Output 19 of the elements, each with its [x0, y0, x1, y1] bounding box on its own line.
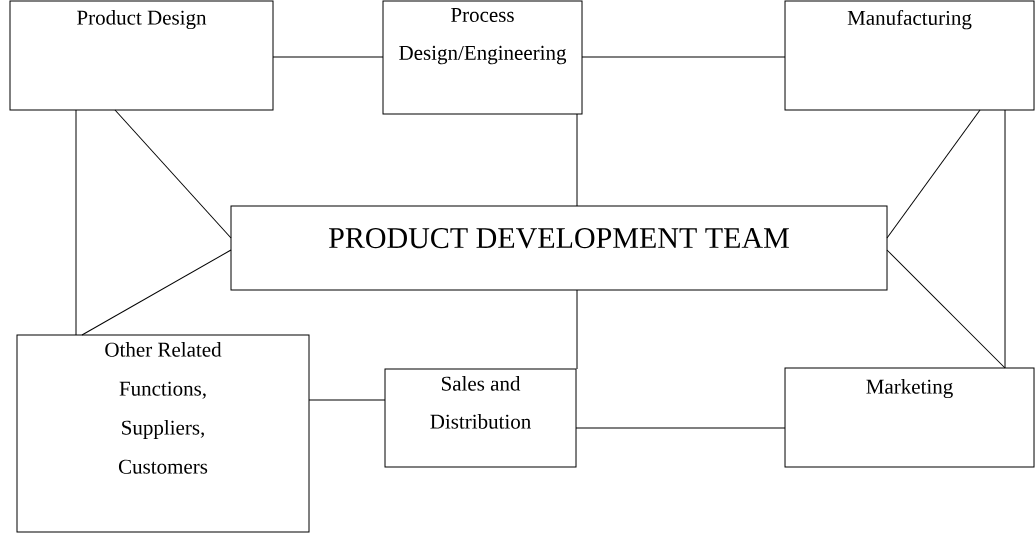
connector-line — [581, 56, 786, 58]
connector-line — [308, 399, 386, 401]
function-box: Marketing — [784, 367, 1035, 468]
connector-line — [886, 109, 981, 239]
connector-line — [886, 249, 1006, 369]
function-box: Process Design/Engineering — [382, 0, 583, 115]
function-box: Sales and Distribution — [384, 368, 577, 468]
connector-line — [81, 249, 232, 336]
function-box: Manufacturing — [784, 0, 1035, 111]
function-box: Other Related Functions, Suppliers, Customers — [16, 334, 310, 533]
connector-line — [272, 56, 384, 58]
function-box: Product Design — [9, 0, 274, 111]
connector-line — [75, 109, 77, 336]
connector-line — [114, 109, 232, 239]
connector-line — [575, 427, 786, 429]
connector-line — [576, 113, 578, 207]
connector-line — [576, 289, 578, 370]
connector-line — [1004, 109, 1006, 369]
team-box: PRODUCT DEVELOPMENT TEAM — [230, 205, 888, 291]
